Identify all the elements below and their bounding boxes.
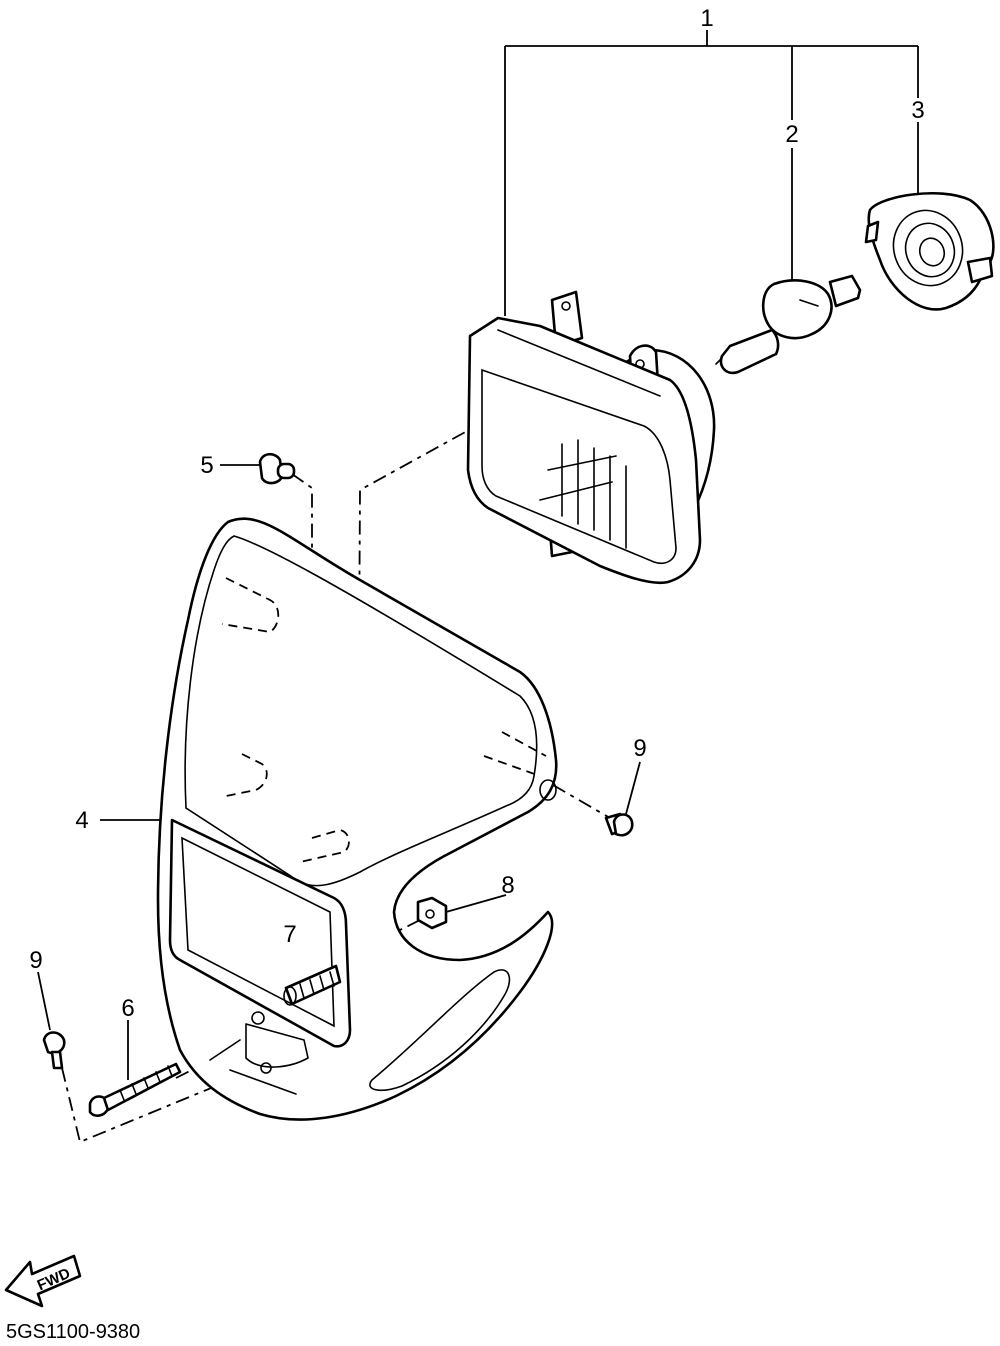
callout-3: 3 bbox=[911, 97, 924, 124]
callout-6: 6 bbox=[121, 995, 134, 1022]
callout-9-left: 9 bbox=[29, 947, 42, 974]
screw-part-9-right bbox=[604, 812, 634, 837]
leader-lines bbox=[37, 30, 919, 1080]
reference-code: 5GS1100-9380 bbox=[6, 1321, 140, 1343]
clip-nut-part-8 bbox=[416, 896, 448, 930]
callout-2: 2 bbox=[785, 121, 798, 148]
callout-5: 5 bbox=[200, 452, 213, 479]
bolt-part-5 bbox=[258, 452, 296, 485]
callout-9-right: 9 bbox=[633, 735, 646, 762]
callout-4: 4 bbox=[75, 807, 88, 834]
headlight-cowl-part bbox=[156, 517, 558, 1121]
callout-8: 8 bbox=[501, 872, 514, 899]
screw-part-9-left bbox=[42, 1031, 66, 1070]
long-bolt-part-6 bbox=[88, 1062, 182, 1117]
callout-1: 1 bbox=[700, 5, 713, 32]
headlight-unit-part bbox=[466, 290, 716, 585]
socket-cover-part bbox=[864, 191, 995, 311]
callout-7: 7 bbox=[283, 921, 296, 948]
callout-labels: 1 2 3 4 5 6 7 8 9 9 bbox=[29, 5, 924, 1022]
bulb-part bbox=[715, 274, 862, 375]
forward-arrow: FWD bbox=[4, 1254, 82, 1308]
spring-part-7 bbox=[283, 964, 342, 1006]
